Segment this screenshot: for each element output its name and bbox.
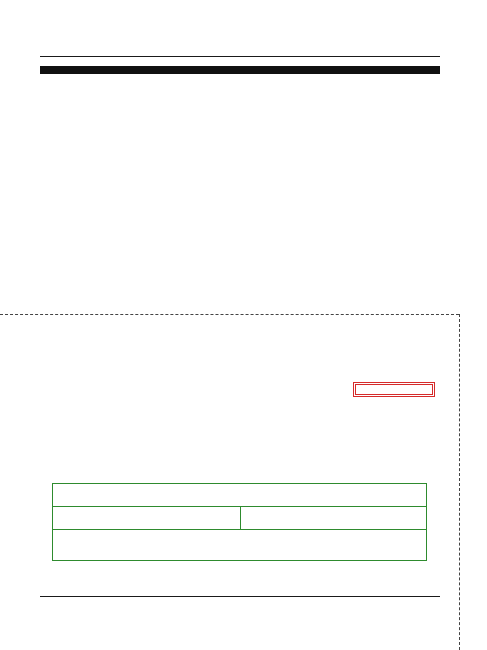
form-grid-row-3 [53, 530, 426, 560]
form-grid-cell-right [241, 507, 426, 529]
form-grid-row-2 [53, 507, 426, 530]
form-grid-row-1 [53, 484, 426, 507]
form-grid [52, 483, 427, 561]
form-grid-cell-left [53, 507, 241, 529]
header-thick-rule [40, 66, 440, 74]
cut-line-horizontal [0, 314, 459, 315]
boxed-field [353, 382, 435, 397]
top-thin-rule [40, 56, 440, 57]
cut-line-vertical [459, 314, 460, 650]
bottom-thin-rule [40, 596, 440, 597]
